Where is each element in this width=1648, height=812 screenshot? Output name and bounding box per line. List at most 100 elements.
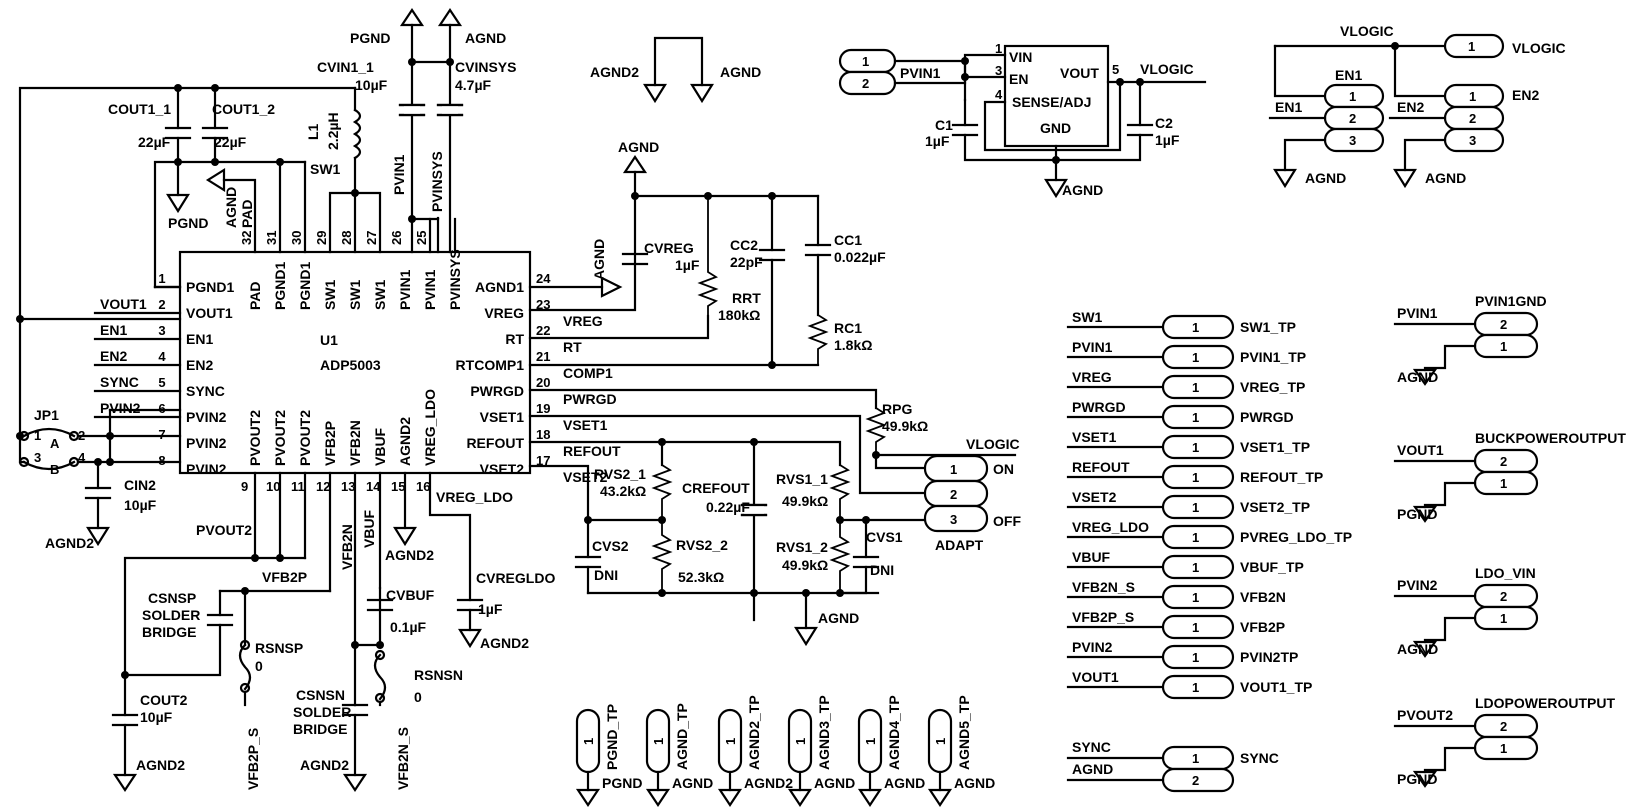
vlogic-ldo: 1 2 VIN EN SENSE/ADJ GND VOUT 1 3 4 5 PV… bbox=[838, 41, 1207, 199]
ldo-vin: VIN bbox=[1009, 49, 1032, 65]
cout1-2-ref: COUT1_2 bbox=[212, 101, 275, 117]
cout1-2-value: 22µF bbox=[214, 134, 247, 150]
ic-bottom-pin-name: VBUF bbox=[372, 427, 388, 466]
ic-right-pin-name: AGND1 bbox=[475, 279, 524, 295]
ground-test-point-gnd: AGND2 bbox=[744, 775, 793, 791]
ground-test-point: 1 AGND2_TP AGND2 bbox=[717, 695, 793, 807]
test-point-pin: 1 bbox=[1192, 440, 1199, 455]
ic-right-pin-net: RT bbox=[563, 339, 582, 355]
ic-right-pin-name: RT bbox=[505, 331, 524, 347]
rvs1-2-value: 49.9kΩ bbox=[782, 557, 828, 573]
rsnsp-value: 0 bbox=[255, 658, 263, 674]
ground-test-point-name: AGND2_TP bbox=[746, 695, 762, 770]
ldo-output-labels: PVOUT2 VFB2P VFB2N VBUF AGND2 VREG_LDO C… bbox=[136, 489, 555, 790]
ldo-conn-pin-1: 1 bbox=[862, 54, 869, 69]
en2-ref: EN2 bbox=[1512, 87, 1539, 103]
ldo-pin-4: 4 bbox=[995, 87, 1003, 102]
ic-right-pin-name: RTCOMP1 bbox=[456, 357, 525, 373]
ic-right-pin-name: REFOUT bbox=[466, 435, 524, 451]
ic-top-pin: PVINSYS bbox=[447, 217, 463, 310]
ic-left-pin-name: PVIN2 bbox=[186, 461, 227, 477]
test-point-pin: 1 bbox=[1192, 590, 1199, 605]
ic-left-pin-name: EN2 bbox=[186, 357, 213, 373]
ground-test-point-name: AGND3_TP bbox=[816, 695, 832, 770]
ldo-vout: VOUT bbox=[1060, 65, 1099, 81]
csnsn-line3: BRIDGE bbox=[293, 721, 347, 737]
jp1-pin2: 2 bbox=[78, 428, 85, 443]
power-header-name: LDOPOWEROUTPUT bbox=[1475, 695, 1615, 711]
csnsn-line2: SOLDER bbox=[293, 704, 351, 720]
ic-top-pin-number: 29 bbox=[314, 231, 329, 245]
agnd2-cin2-label: AGND2 bbox=[45, 535, 94, 551]
ic-top-pin-number: 25 bbox=[414, 231, 429, 245]
cvregldo-ref: CVREGLDO bbox=[476, 570, 555, 586]
jp1-b: B bbox=[50, 462, 59, 477]
rc1-ref: RC1 bbox=[834, 320, 862, 336]
test-point-label: PVIN2TP bbox=[1240, 649, 1298, 665]
ic-bottom-pin-name: VFB2P bbox=[322, 421, 338, 466]
enable-headers: 1 VLOGIC VLOGIC 1 2 3 EN1 EN1 AGND 1 2 3… bbox=[1268, 23, 1566, 189]
test-point-label: VFB2P bbox=[1240, 619, 1285, 635]
ground-test-point-gnd: AGND bbox=[672, 775, 713, 791]
left-net-label: VOUT1 bbox=[100, 296, 147, 312]
test-point-pin-body bbox=[1161, 464, 1235, 490]
ic-right-pin-name: VSET2 bbox=[480, 461, 525, 477]
power-header-net: PVOUT2 bbox=[1397, 707, 1453, 723]
cvs1-value: DNI bbox=[870, 562, 894, 578]
ic-right-pin-net: VSET2 bbox=[563, 469, 608, 485]
test-point-net: SW1 bbox=[1072, 309, 1103, 325]
test-point-label: VFB2N bbox=[1240, 589, 1286, 605]
rvs1-1-value: 49.9kΩ bbox=[782, 493, 828, 509]
test-point-pin: 1 bbox=[1192, 530, 1199, 545]
rpg-ref: RPG bbox=[882, 401, 912, 417]
ldo-vlogic-label: VLOGIC bbox=[1140, 61, 1194, 77]
adapt-pin-3: 3 bbox=[950, 512, 957, 527]
ic-top-pin-number: 27 bbox=[364, 231, 379, 245]
test-point-net: PVIN2 bbox=[1072, 639, 1113, 655]
left-net-label: EN1 bbox=[100, 322, 127, 338]
agnd-pad-label: AGND bbox=[223, 187, 239, 228]
ic-right-pin-net: REFOUT bbox=[563, 443, 621, 459]
ic-bottom-pin-name: VFB2N bbox=[347, 420, 363, 466]
agnd-pin24-label: AGND bbox=[591, 239, 607, 280]
test-point-pin: 1 bbox=[1192, 350, 1199, 365]
c2-ref: C2 bbox=[1155, 115, 1173, 131]
test-point-pin-body bbox=[1161, 554, 1235, 580]
csnsn-ref: CSNSN bbox=[296, 687, 345, 703]
test-point-pin: 1 bbox=[1192, 410, 1199, 425]
ic-bottom-pin-number: 13 bbox=[341, 479, 355, 494]
vout1-network bbox=[16, 8, 464, 323]
ic-right-pin-name: PWRGD bbox=[470, 383, 524, 399]
en1-agnd: AGND bbox=[1305, 170, 1346, 186]
test-point-net: VOUT1 bbox=[1072, 669, 1119, 685]
power-header-gnd: PGND bbox=[1397, 506, 1437, 522]
sync-pin-1: 1 bbox=[1192, 751, 1199, 766]
cvbuf-ref: CVBUF bbox=[386, 587, 435, 603]
vfb2n-s-label: VFB2N_S bbox=[395, 727, 411, 790]
ic-top-pin-name: SW1 bbox=[347, 279, 363, 310]
test-point-pin-body bbox=[1161, 494, 1235, 520]
crefout-value: 0.22µF bbox=[706, 499, 750, 515]
ground-test-point-pin: 1 bbox=[793, 738, 808, 745]
power-header-pin-a: 2 bbox=[1500, 719, 1507, 734]
pvout2-net-label: PVOUT2 bbox=[196, 522, 252, 538]
cvin1-1-value: 10µF bbox=[355, 77, 388, 93]
test-point-pin-body bbox=[1161, 344, 1235, 370]
test-point-pin-body bbox=[1161, 524, 1235, 550]
ldo-pin-3: 3 bbox=[995, 63, 1002, 78]
ic-right-pin-number: 23 bbox=[536, 297, 550, 312]
ground-test-point-pin: 1 bbox=[723, 738, 738, 745]
ground-test-point-gnd: AGND bbox=[884, 775, 925, 791]
ground-test-point-gnd: AGND bbox=[954, 775, 995, 791]
